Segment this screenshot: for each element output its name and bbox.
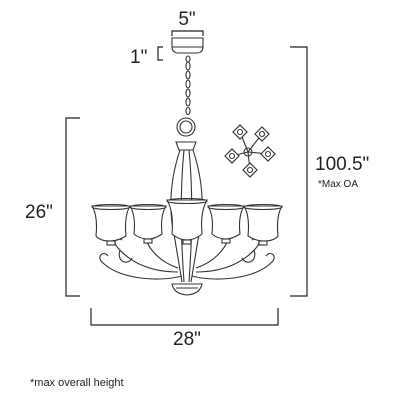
top-view-shade (232, 124, 248, 140)
canopy (171, 37, 204, 54)
canopy-height-bracket (157, 46, 163, 61)
chandelier-top-view (224, 124, 276, 178)
shade-left (129, 205, 167, 240)
canopy-height-label: 1" (130, 47, 147, 68)
canopy-width-dimension: 5" (171, 9, 204, 36)
glass-shades (91, 197, 283, 246)
fixture-height-label: 26" (25, 202, 53, 223)
footnote: *max overall height (30, 377, 124, 389)
fixture-height-dimension: 26" (25, 117, 80, 297)
top-view-shade (260, 146, 276, 162)
top-view-shade (224, 148, 240, 164)
chain (185, 55, 191, 116)
overall-height-dimension: 100.5" *Max OA (290, 46, 369, 297)
max-oa-note: *Max OA (318, 179, 358, 190)
overall-height-bracket (290, 46, 308, 297)
shade-far-left (91, 205, 131, 242)
arms (99, 238, 275, 280)
overall-height-label: 100.5" (315, 154, 369, 175)
fixture-width-label: 28" (173, 329, 201, 350)
chandelier-side-view (91, 37, 283, 296)
bottom-finial (171, 283, 203, 296)
fixture-width-dimension: 28" (90, 308, 279, 350)
canopy-width-bracket (171, 30, 204, 36)
hanging-ring (176, 117, 196, 137)
top-view-shade (254, 126, 270, 142)
fixture-height-bracket (65, 117, 80, 297)
canopy-width-label: 5" (178, 9, 195, 30)
shade-far-right (243, 205, 283, 242)
canopy-height-dimension: 1" (130, 46, 163, 68)
shade-right (207, 205, 245, 240)
top-view-shade (242, 162, 258, 178)
shade-center (166, 199, 208, 241)
fixture-width-bracket (90, 308, 279, 326)
